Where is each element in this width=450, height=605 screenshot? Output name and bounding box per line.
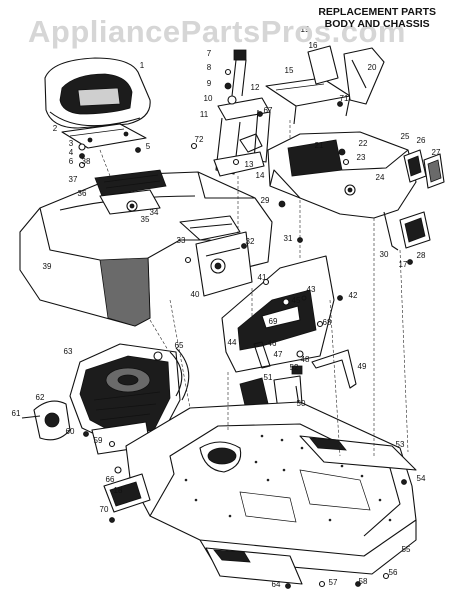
callout-57: 57 bbox=[329, 578, 338, 587]
callout-39: 39 bbox=[43, 262, 52, 271]
callout-32: 32 bbox=[246, 237, 255, 246]
callout-38: 38 bbox=[82, 157, 91, 166]
callout-56: 56 bbox=[389, 568, 398, 577]
callout-19: 19 bbox=[301, 25, 310, 34]
callout-27: 27 bbox=[432, 148, 441, 157]
callout-44: 44 bbox=[228, 338, 237, 347]
callout-52: 52 bbox=[290, 363, 299, 372]
callout-61: 61 bbox=[12, 409, 21, 418]
callout-15: 15 bbox=[285, 66, 294, 75]
callout-26: 26 bbox=[417, 136, 426, 145]
callout-53: 53 bbox=[396, 440, 405, 449]
callout-51: 51 bbox=[264, 373, 273, 382]
callout-58: 58 bbox=[359, 577, 368, 586]
watermark: AppliancePartsPros.com bbox=[28, 14, 406, 49]
title-line-1: REPLACEMENT PARTS bbox=[318, 6, 436, 18]
callout-34: 34 bbox=[150, 208, 159, 217]
callout-11: 11 bbox=[200, 110, 209, 119]
hood bbox=[19, 169, 273, 327]
callout-14: 14 bbox=[256, 171, 265, 180]
callout-62: 62 bbox=[36, 393, 45, 402]
diagram-title: REPLACEMENT PARTS BODY AND CHASSIS bbox=[318, 6, 436, 30]
callout-69: 69 bbox=[269, 317, 278, 326]
seat-hardware bbox=[78, 143, 141, 169]
callout-13: 13 bbox=[245, 160, 254, 169]
callout-20: 20 bbox=[368, 63, 377, 72]
seat-pan bbox=[61, 123, 147, 149]
callout-50: 50 bbox=[297, 399, 306, 408]
rear-lights bbox=[383, 149, 445, 251]
steering-support bbox=[213, 49, 271, 177]
callout-46: 46 bbox=[268, 339, 277, 348]
callout-12: 12 bbox=[251, 83, 260, 92]
callout-31: 31 bbox=[284, 234, 293, 243]
callout-43: 43 bbox=[307, 285, 316, 294]
callout-8: 8 bbox=[207, 63, 212, 72]
callout-6: 6 bbox=[69, 157, 74, 166]
alignment-lines bbox=[99, 120, 409, 458]
callout-22: 22 bbox=[359, 139, 368, 148]
misc-hardware bbox=[184, 101, 413, 589]
callout-17: 17 bbox=[399, 260, 408, 269]
callout-33: 33 bbox=[177, 236, 186, 245]
callout-49: 49 bbox=[358, 362, 367, 371]
engine-hardware bbox=[21, 415, 116, 448]
callout-41: 41 bbox=[258, 273, 267, 282]
callout-21: 21 bbox=[315, 141, 324, 150]
callout-40: 40 bbox=[191, 290, 200, 299]
callout-4: 4 bbox=[69, 148, 74, 157]
callout-35: 35 bbox=[141, 215, 150, 224]
dash-panel bbox=[265, 45, 385, 125]
callout-10: 10 bbox=[204, 94, 213, 103]
callout-60: 60 bbox=[66, 427, 75, 436]
callout-68: 68 bbox=[323, 318, 332, 327]
firewall-panel bbox=[221, 255, 335, 373]
callout-5: 5 bbox=[146, 142, 151, 151]
callout-37: 37 bbox=[69, 175, 78, 184]
callout-28: 28 bbox=[417, 251, 426, 260]
callout-3: 3 bbox=[69, 139, 74, 148]
front-panel bbox=[195, 231, 253, 297]
callout-30: 30 bbox=[380, 250, 389, 259]
callout-72: 72 bbox=[195, 135, 204, 144]
callout-9: 9 bbox=[207, 79, 212, 88]
step-plates bbox=[205, 435, 417, 585]
callout-55: 55 bbox=[402, 545, 411, 554]
callout-45: 45 bbox=[292, 296, 301, 305]
callout-2: 2 bbox=[53, 124, 58, 133]
chassis-frame bbox=[125, 401, 417, 575]
callout-47: 47 bbox=[274, 350, 283, 359]
callout-65: 65 bbox=[175, 341, 184, 350]
axle-bracket bbox=[103, 466, 151, 523]
callout-59: 59 bbox=[94, 436, 103, 445]
callout-64: 64 bbox=[272, 580, 281, 589]
callout-48: 48 bbox=[301, 355, 310, 364]
callout-36: 36 bbox=[78, 189, 87, 198]
callout-66: 66 bbox=[106, 475, 115, 484]
callout-29: 29 bbox=[261, 196, 270, 205]
callout-67: 67 bbox=[264, 106, 273, 115]
callout-63: 63 bbox=[64, 347, 73, 356]
callout-16: 16 bbox=[309, 41, 318, 50]
callout-1: 1 bbox=[140, 61, 145, 70]
fender bbox=[267, 131, 417, 219]
callout-24: 24 bbox=[376, 173, 385, 182]
title-line-2: BODY AND CHASSIS bbox=[324, 18, 430, 30]
callout-71: 71 bbox=[340, 94, 349, 103]
callout-18: 18 bbox=[114, 486, 123, 495]
callout-70: 70 bbox=[100, 505, 109, 514]
callout-23: 23 bbox=[357, 153, 366, 162]
seat bbox=[44, 57, 151, 129]
callout-25: 25 bbox=[401, 132, 410, 141]
callout-42: 42 bbox=[349, 291, 358, 300]
callout-54: 54 bbox=[417, 474, 426, 483]
callout-7: 7 bbox=[207, 49, 212, 58]
